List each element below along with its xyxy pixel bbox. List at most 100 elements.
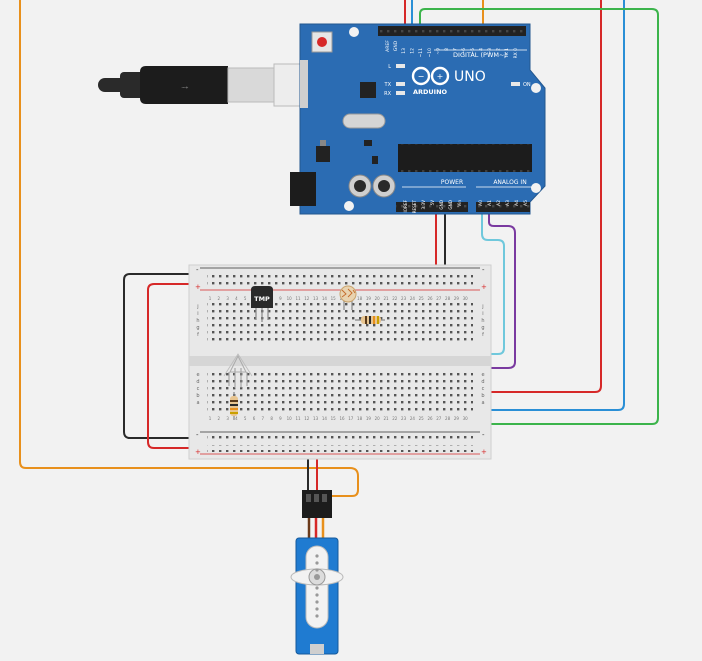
arduino-logo: − + xyxy=(411,66,450,86)
column-number: 23 xyxy=(401,416,407,421)
power-pin-label: GND xyxy=(448,200,453,210)
row-letter: c xyxy=(482,386,485,392)
digital-pin-label: ~10 xyxy=(427,48,433,58)
gnd-label: GND xyxy=(393,40,399,51)
rgb-led[interactable] xyxy=(223,353,253,388)
power-pin-label: IOREF xyxy=(403,199,408,212)
led-l xyxy=(396,64,405,68)
column-number: 18 xyxy=(357,416,363,421)
column-number: 26 xyxy=(427,296,433,301)
regulator xyxy=(316,146,330,162)
digital-pin-label: 13 xyxy=(401,48,407,54)
led-on xyxy=(511,82,520,86)
wire-red-right-loop[interactable] xyxy=(251,0,602,408)
servo-horn-hole xyxy=(315,561,319,565)
photoresistor[interactable] xyxy=(339,285,357,310)
row-letter: i xyxy=(197,311,198,317)
column-numbers: 1122334455667788991010111112121313141415… xyxy=(209,296,468,421)
column-number: 12 xyxy=(304,416,310,421)
column-number: 13 xyxy=(313,296,319,301)
led-l-label: L xyxy=(388,64,391,70)
column-number: 22 xyxy=(392,296,398,301)
column-number: 2 xyxy=(218,296,221,301)
servo-horn-hole xyxy=(315,614,319,618)
atmega-chip xyxy=(398,144,532,172)
row-letter: b xyxy=(196,393,199,399)
column-number: 20 xyxy=(375,416,381,421)
power-pin-label: GND xyxy=(439,200,444,210)
row-letter: j xyxy=(196,304,198,310)
resistor-ldr[interactable] xyxy=(355,316,385,324)
digital-pin-label: 2 xyxy=(496,48,502,51)
column-number: 29 xyxy=(454,296,460,301)
tmp-label: TMP xyxy=(254,295,270,303)
column-number: 9 xyxy=(279,296,282,301)
column-number: 23 xyxy=(401,296,407,301)
digital-pin-label: RX 0 xyxy=(513,48,519,59)
wire-black-left-loop[interactable] xyxy=(123,273,205,439)
wire-red-left-loop[interactable] xyxy=(147,283,205,449)
rail-holes xyxy=(207,271,473,278)
led-rx xyxy=(396,91,405,95)
row-letter: e xyxy=(196,372,199,378)
column-number: 30 xyxy=(463,416,469,421)
power-label: POWER xyxy=(441,179,463,186)
row-letter: g xyxy=(481,325,484,331)
column-number: 22 xyxy=(392,416,398,421)
analog-pin-label: A0 xyxy=(478,200,484,206)
reset-button-cap[interactable] xyxy=(317,37,327,47)
temperature-sensor[interactable]: TMP xyxy=(251,286,273,322)
analog-pin-label: A3 xyxy=(505,200,511,206)
column-number: 18 xyxy=(357,296,363,301)
rail-minus-symbol: - xyxy=(196,431,199,439)
digital-pin-label: 12 xyxy=(410,48,416,54)
rail-minus-symbol: - xyxy=(196,266,199,274)
row-letter: i xyxy=(482,311,483,317)
column-number: 12 xyxy=(304,296,310,301)
column-number: 13 xyxy=(313,416,319,421)
rail-plus-symbol: + xyxy=(195,283,201,291)
row-letter: d xyxy=(196,379,199,385)
digital-pin-label: ~5 xyxy=(470,48,476,55)
column-number: 20 xyxy=(375,296,381,301)
resistor-led[interactable] xyxy=(230,392,238,420)
servo-motor[interactable] xyxy=(290,490,344,655)
row-letter: b xyxy=(481,393,484,399)
svg-text:+: + xyxy=(437,72,444,81)
column-number: 5 xyxy=(244,296,247,301)
power-pin-label: 3.3V xyxy=(421,200,426,210)
column-number: 24 xyxy=(410,296,416,301)
row-letter: e xyxy=(481,372,484,378)
column-number: 4 xyxy=(235,296,238,301)
column-number: 17 xyxy=(348,416,354,421)
column-number: 11 xyxy=(295,296,301,301)
arduino-brand: ARDUINO xyxy=(413,88,448,96)
rail-holes xyxy=(207,445,473,452)
column-number: 29 xyxy=(454,416,460,421)
column-number: 19 xyxy=(366,416,372,421)
wire-orange-servo-signal[interactable] xyxy=(19,0,359,497)
column-number: 14 xyxy=(322,416,328,421)
uno-label: UNO xyxy=(454,69,486,85)
column-number: 15 xyxy=(331,416,337,421)
column-number: 21 xyxy=(383,296,389,301)
column-number: 28 xyxy=(445,416,451,421)
column-number: 15 xyxy=(331,296,337,301)
column-number: 28 xyxy=(445,296,451,301)
crystal xyxy=(342,113,386,129)
wire-blue-right-loop[interactable] xyxy=(244,0,625,411)
column-number: 30 xyxy=(463,296,469,301)
column-number: 25 xyxy=(419,296,425,301)
rail-holes xyxy=(207,280,473,287)
digital-pin-label: ~3 xyxy=(487,48,493,55)
digital-pin-label: TX 1 xyxy=(504,48,510,59)
analog-pin-label: A5 xyxy=(523,200,529,206)
breadboard-channel xyxy=(189,356,491,366)
column-number: 4 xyxy=(235,416,238,421)
column-number: 21 xyxy=(383,416,389,421)
row-letter: f xyxy=(482,332,484,338)
